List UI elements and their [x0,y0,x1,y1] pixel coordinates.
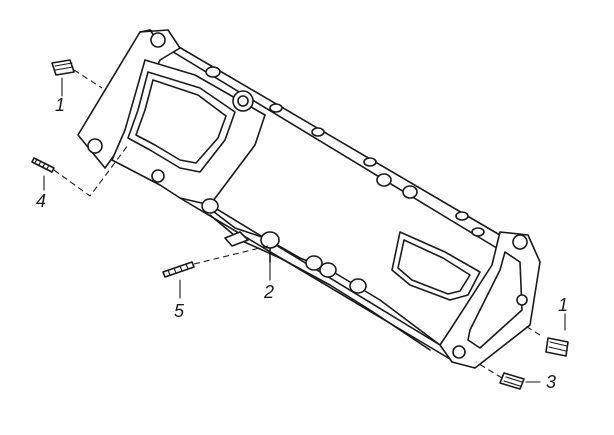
callout-3: 3 [546,372,557,392]
callout-5: 5 [174,301,185,321]
manifold-body [77,29,541,369]
stud-3 [499,372,525,390]
leader-lines [43,69,566,383]
callout-1-right: 1 [558,295,569,315]
callout-1-top-left: 1 [55,95,66,115]
stud-5 [162,261,195,278]
callout-2: 2 [264,282,275,302]
stud-1-top-left [51,59,75,76]
stud-4 [31,157,55,173]
stud-1-right [545,337,569,357]
callout-4: 4 [36,191,47,211]
